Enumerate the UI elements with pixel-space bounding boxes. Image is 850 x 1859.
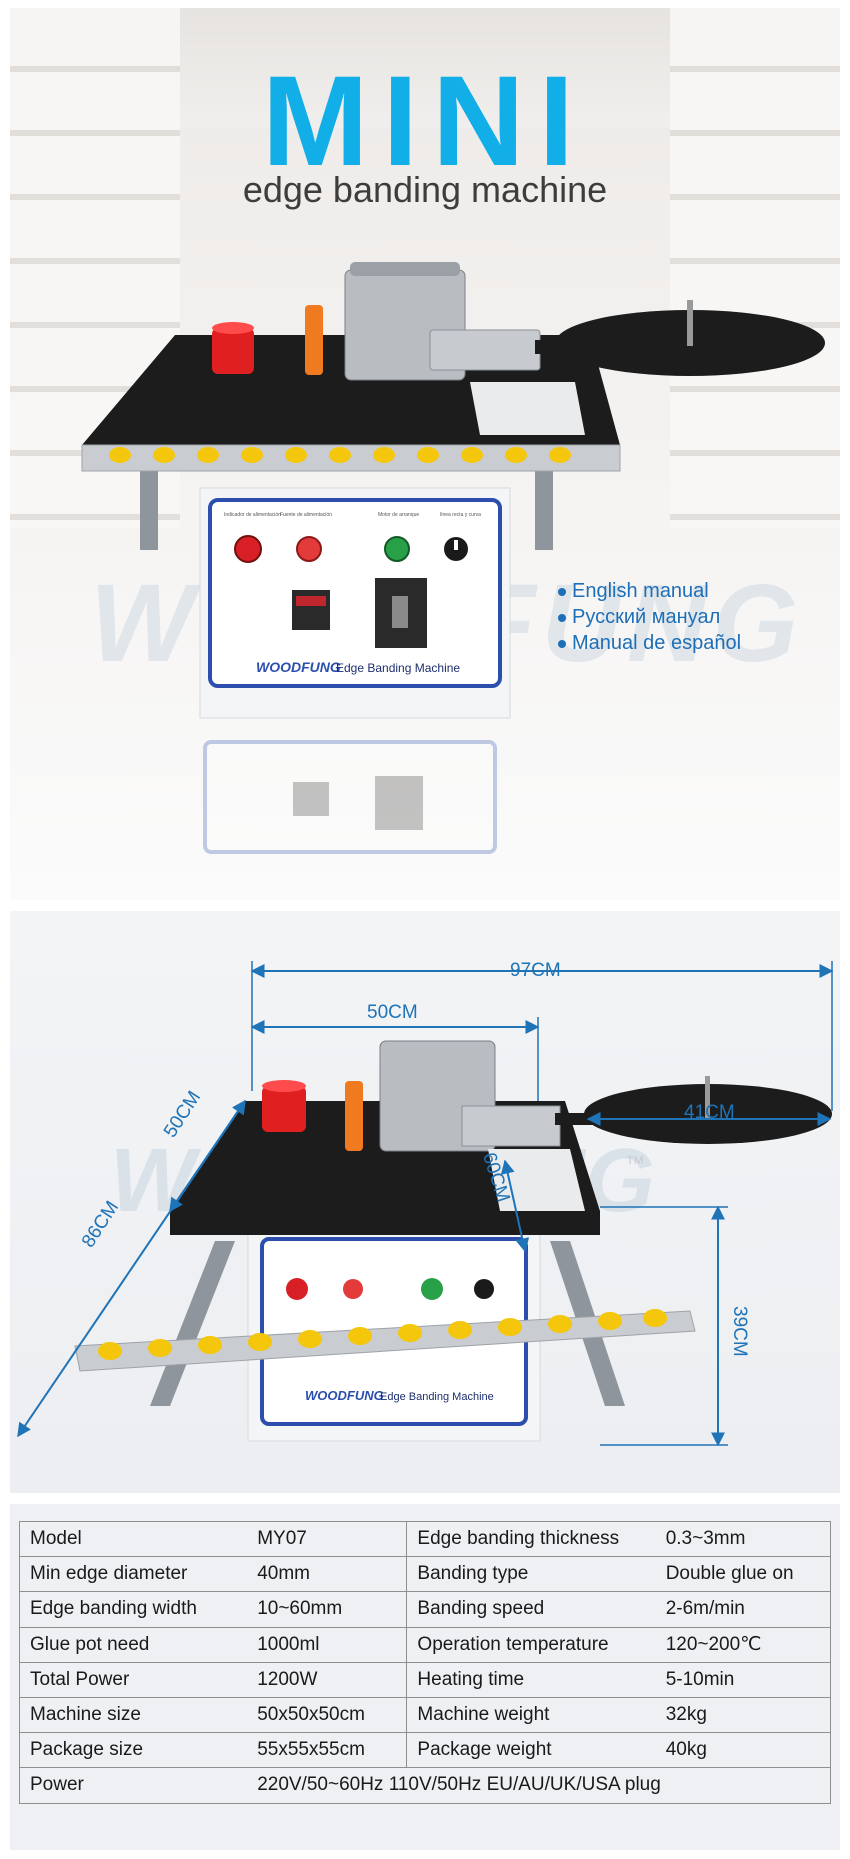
instruction-label	[470, 382, 585, 435]
background-shelf-right	[670, 8, 840, 528]
spec-value: 2-6m/min	[655, 1591, 831, 1628]
table-row: Total Power 1200W Heating time 5-10min	[19, 1661, 831, 1698]
dim-line-60cm	[500, 1159, 530, 1253]
spec-label: Package weight	[406, 1732, 656, 1769]
start-motor-button-2	[421, 1278, 443, 1300]
power-supply-button	[296, 536, 322, 562]
glue-roller-2	[262, 1086, 306, 1132]
manual-russian: Русский мануал	[558, 604, 741, 630]
manual-spanish: Manual de español	[558, 630, 741, 656]
table-row: Glue pot need 1000ml Operation temperatu…	[19, 1626, 831, 1663]
spec-label-power: Power	[19, 1767, 248, 1804]
leg-left-2	[150, 1241, 235, 1406]
svg-text:Fuente de alimentación: Fuente de alimentación	[280, 512, 332, 518]
control-panel	[208, 498, 502, 688]
spec-value: 1000ml	[247, 1626, 408, 1663]
yellow-rollers	[109, 447, 571, 463]
svg-text:Indicador de alimentación: Indicador de alimentación	[224, 512, 281, 518]
svg-text:Motor de arranque: Motor de arranque	[378, 512, 419, 518]
spec-value: 120~200℃	[655, 1626, 831, 1663]
panel-brand-label-2: Edge Banding Machine	[380, 1391, 494, 1403]
spec-value: 40kg	[655, 1732, 831, 1769]
table-row: Power 220V/50~60Hz 110V/50Hz EU/AU/UK/US…	[19, 1767, 832, 1804]
spec-value: 1200W	[247, 1661, 408, 1698]
table-row: Edge banding width 10~60mm Banding speed…	[19, 1591, 831, 1628]
spec-label: Banding type	[406, 1556, 656, 1593]
dim-line-86cm	[17, 1099, 246, 1438]
spec-label: Machine weight	[406, 1696, 656, 1734]
dim-label-39cm: 39CM	[729, 1306, 750, 1357]
machine-illustration-dimensions: WOODFUNG WOODFUNG Edge Banding Machine	[17, 961, 834, 1447]
panel-brand-logo: WOODFUNG	[256, 659, 341, 675]
guide-plate	[429, 329, 541, 371]
leg-right	[535, 470, 553, 550]
power-supply-button-2	[343, 1279, 363, 1299]
spec-label: Package size	[19, 1732, 248, 1769]
guide-plate-2	[461, 1105, 561, 1147]
manual-english: English manual	[558, 578, 741, 604]
pressure-handle	[305, 305, 323, 375]
trademark-symbol: ™	[625, 1153, 645, 1175]
power-indicator-light-2	[286, 1278, 308, 1300]
glue-roller	[212, 328, 254, 374]
svg-text:línea recta y curva: línea recta y curva	[440, 512, 481, 518]
table-row: Min edge diameter 40mm Banding type Doub…	[19, 1556, 831, 1593]
spec-label: Min edge diameter	[19, 1556, 248, 1593]
spec-label: Heating time	[406, 1661, 656, 1698]
table-row: Package size 55x55x55cm Package weight 4…	[19, 1732, 831, 1769]
background-ceiling	[180, 8, 670, 128]
spec-table: Model MY07 Edge banding thickness 0.3~3m…	[19, 1520, 832, 1804]
dim-label-41cm: 41CM	[684, 1102, 735, 1123]
spec-value-power: 220V/50~60Hz 110V/50Hz EU/AU/UK/USA plug	[247, 1767, 832, 1804]
manual-languages-list: English manual Русский мануал Manual de …	[558, 578, 741, 656]
panel-brand-logo-2: WOODFUNG	[305, 1388, 384, 1403]
spec-value: 5-10min	[655, 1661, 831, 1698]
spec-label: Total Power	[19, 1661, 248, 1698]
leg-left	[140, 470, 158, 550]
pressure-handle-2	[345, 1081, 363, 1151]
machine-reflection	[203, 740, 497, 854]
spec-value: 50x50x50cm	[247, 1696, 408, 1734]
spec-label: Banding speed	[406, 1591, 656, 1628]
spec-label: Machine size	[19, 1696, 248, 1734]
spec-value: 10~60mm	[247, 1591, 408, 1628]
spec-value: MY07	[247, 1520, 408, 1558]
spec-label: Operation temperature	[406, 1626, 656, 1663]
table-row: Machine size 50x50x50cm Machine weight 3…	[19, 1696, 831, 1734]
machine-illustration-front: Indicador de alimentación Fuente de alim…	[81, 262, 825, 854]
power-indicator-light	[234, 535, 262, 563]
spec-label: Edge banding width	[19, 1591, 248, 1628]
spec-section: Model MY07 Edge banding thickness 0.3~3m…	[10, 1504, 840, 1850]
spec-value: 55x55x55cm	[247, 1732, 408, 1769]
spec-value: Double glue on	[655, 1556, 831, 1593]
dim-label-97cm: 97CM	[510, 960, 561, 981]
spec-label: Edge banding thickness	[406, 1520, 656, 1558]
spec-value: 0.3~3mm	[655, 1520, 831, 1558]
panel-brand-label: Edge Banding Machine	[336, 661, 460, 675]
spec-label: Model	[19, 1520, 248, 1558]
dim-label-50cm-width: 50CM	[367, 1002, 418, 1023]
table-row: Model MY07 Edge banding thickness 0.3~3m…	[19, 1520, 831, 1558]
spec-label: Glue pot need	[19, 1626, 248, 1663]
start-motor-button	[384, 536, 410, 562]
mode-selector-knob-2	[474, 1279, 494, 1299]
hero-subtitle: edge banding machine	[242, 169, 608, 210]
hero-title: MINI	[261, 50, 589, 193]
spec-value: 40mm	[247, 1556, 408, 1593]
spec-value: 32kg	[655, 1696, 831, 1734]
